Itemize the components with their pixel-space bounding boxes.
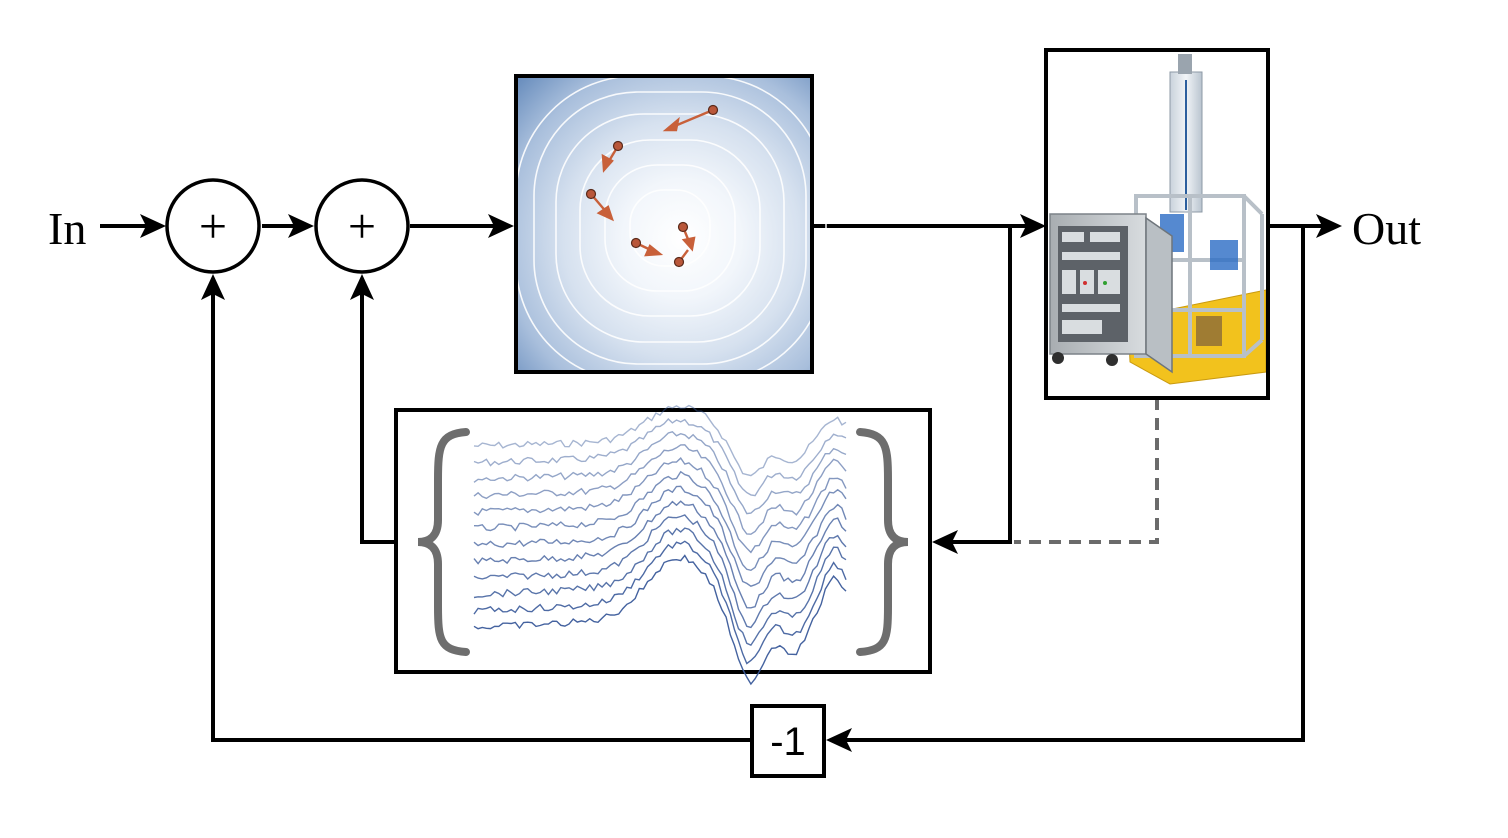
waveform-line: [473, 554, 847, 686]
gain-block: -1: [750, 704, 826, 778]
input-label: In: [48, 203, 86, 254]
contour-lines: [515, 75, 827, 383]
right-brace: [856, 428, 909, 656]
waveform-line: [473, 444, 847, 535]
plant-photo-block: [1044, 48, 1270, 400]
waveform-line: [473, 527, 847, 646]
waveform-lines: [473, 404, 847, 686]
gain-label: -1: [770, 720, 806, 764]
waveform-line: [473, 485, 847, 587]
waveform-line: [473, 514, 847, 629]
output-label: Out: [1352, 203, 1421, 254]
waveform-line: [473, 470, 847, 572]
left-brace: [417, 428, 470, 656]
optimizer-contour-block: [514, 74, 827, 383]
dashed-measurement-line: [1014, 398, 1159, 544]
signal-wires: [100, 224, 1334, 742]
waveform-line: [473, 540, 847, 665]
arrowheads: [140, 214, 1342, 752]
sum-2-symbol: +: [348, 198, 376, 254]
waveform-line: [473, 500, 847, 609]
sum-1-symbol: +: [199, 198, 227, 254]
waveform-line: [473, 404, 847, 477]
waveform-line: [473, 431, 847, 515]
summing-junction-2: +: [314, 178, 410, 274]
waveform-line: [473, 457, 847, 554]
optimizer-points: [585, 104, 719, 268]
waveform-line: [473, 417, 847, 497]
summing-junction-1: +: [165, 178, 261, 274]
trajectory-set-block: [394, 404, 932, 686]
